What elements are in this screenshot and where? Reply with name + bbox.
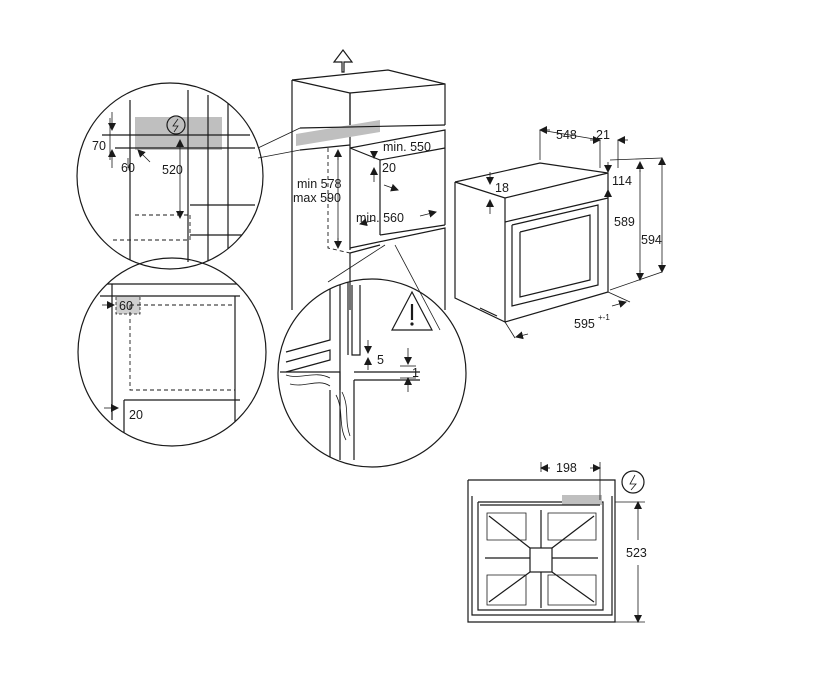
dim-21: 21 bbox=[596, 128, 610, 142]
power-connection-icon bbox=[166, 115, 186, 135]
dim-60-left: 60 bbox=[119, 299, 133, 313]
dim-60-top: 60 bbox=[121, 161, 135, 175]
cabinet-connection-strip bbox=[296, 120, 380, 146]
dim-18: 18 bbox=[495, 181, 509, 195]
top-view-connection-zone bbox=[562, 495, 602, 505]
dim-198: 198 bbox=[556, 461, 577, 475]
dim-max-590: max 590 bbox=[293, 191, 341, 205]
warning-triangle-icon bbox=[391, 290, 433, 331]
dim-20-left: 20 bbox=[129, 408, 143, 422]
dim-1: 1 bbox=[412, 366, 419, 380]
oven-drawing: 548 21 18 114 589 594 595 +-1 bbox=[454, 126, 666, 340]
up-arrow-icon bbox=[332, 49, 354, 73]
dim-594: 594 bbox=[641, 233, 662, 247]
detail-bottom-circle: 5 1 bbox=[277, 278, 467, 468]
dim-20-mid: 20 bbox=[382, 161, 396, 175]
detail-left-circle: 60 20 bbox=[77, 257, 267, 447]
detail-top-circle: 70 60 520 bbox=[76, 82, 264, 270]
oven-top-view: 198 523 bbox=[467, 461, 647, 623]
dim-5: 5 bbox=[377, 353, 384, 367]
dim-548: 548 bbox=[556, 128, 577, 142]
dim-114: 114 bbox=[612, 174, 632, 188]
dim-595: 595 bbox=[574, 317, 595, 331]
dim-70: 70 bbox=[92, 139, 106, 153]
dim-595-tolerance: +-1 bbox=[598, 313, 610, 322]
dim-520: 520 bbox=[162, 163, 183, 177]
dim-589: 589 bbox=[614, 215, 635, 229]
top-view-power-icon bbox=[621, 470, 645, 494]
dim-min-560: min. 560 bbox=[356, 211, 404, 225]
dim-523: 523 bbox=[626, 546, 647, 560]
cabinet-drawing: min 578 max 590 min. 550 20 min. 560 bbox=[291, 49, 446, 331]
dim-min-550: min. 550 bbox=[383, 140, 431, 154]
dim-min-578: min 578 bbox=[297, 177, 342, 191]
